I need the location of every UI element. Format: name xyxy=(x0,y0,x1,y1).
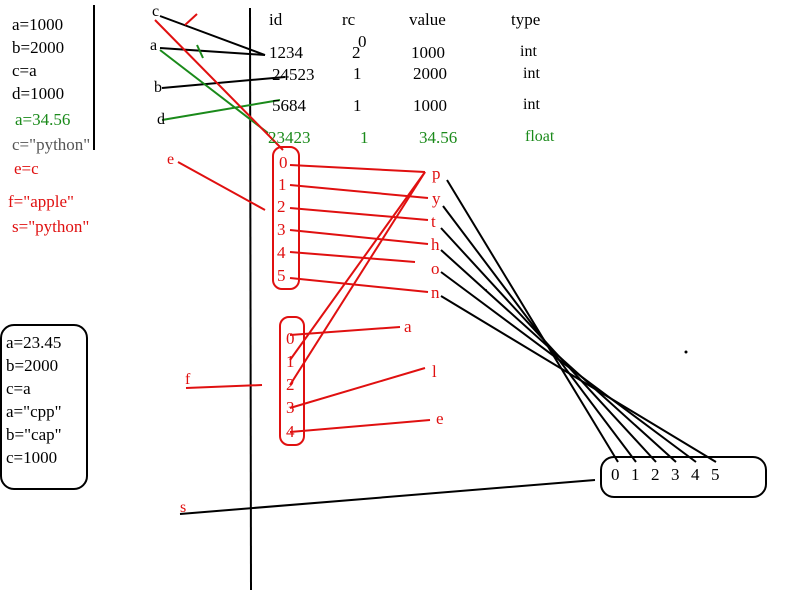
char: y xyxy=(432,189,441,208)
list-index: 2 xyxy=(286,375,295,394)
variable-a: a xyxy=(150,37,158,54)
python-index-list xyxy=(272,146,300,290)
code-line: c=a xyxy=(12,61,37,80)
list-index: 1 xyxy=(278,175,287,194)
header-id: id xyxy=(269,10,283,29)
arrow-c-to-1234 xyxy=(159,15,266,56)
char: o xyxy=(431,259,440,278)
cell-rc: 1 xyxy=(353,64,362,83)
strike-mark-c xyxy=(184,13,198,26)
cell-type: int xyxy=(520,43,537,60)
code-line: a=23.45 xyxy=(6,333,62,352)
cell-type: int xyxy=(523,65,540,82)
list-index: 4 xyxy=(277,243,286,262)
cell-rc: 2 xyxy=(352,43,361,62)
list-index: 0 xyxy=(279,153,288,172)
cell-id: 24523 xyxy=(272,65,315,84)
char: a xyxy=(404,317,412,336)
code-line: b=2000 xyxy=(12,38,65,57)
header-type: type xyxy=(511,10,541,29)
cell-id: 5684 xyxy=(272,96,306,115)
list-index: 3 xyxy=(286,398,295,417)
apple-index-list xyxy=(279,316,305,446)
code-block-2: a=23.45 b=2000 c=a a="cpp" b="cap" c=100… xyxy=(0,324,88,490)
list-index: 5 xyxy=(277,266,286,285)
arrow-d-to-5684 xyxy=(161,99,281,121)
code-line: s="python" xyxy=(12,217,90,236)
list-index: 0 xyxy=(286,329,295,348)
variable-d: d xyxy=(157,111,165,128)
variable-b: b xyxy=(154,79,162,96)
char: p xyxy=(432,164,441,183)
code-line: d=1000 xyxy=(12,84,65,103)
list-index: 2 xyxy=(651,465,660,484)
list-index: 3 xyxy=(277,220,286,239)
code-line: c=1000 xyxy=(6,448,58,467)
arrow-b-to-24523 xyxy=(161,76,286,89)
code-line: c="python" xyxy=(12,135,91,154)
char: t xyxy=(431,212,436,231)
divider-line-main xyxy=(249,7,252,591)
list-index: 3 xyxy=(671,465,680,484)
arrow-c-to-list xyxy=(154,19,284,151)
arrow-a-to-1234 xyxy=(159,47,266,56)
code-line: e=c xyxy=(14,159,39,178)
variable-f: f xyxy=(185,371,191,388)
header-value: value xyxy=(409,10,446,29)
arrow-e-to-list xyxy=(177,161,266,211)
list-index: 5 xyxy=(711,465,720,484)
cell-value: 1000 xyxy=(411,43,445,62)
header-rc: rc xyxy=(342,10,356,29)
char: n xyxy=(431,283,440,302)
code-line: b="cap" xyxy=(6,425,62,444)
char: l xyxy=(432,362,437,381)
cell-type: int xyxy=(523,96,540,113)
code-line: b=2000 xyxy=(6,356,59,375)
code-line: a=1000 xyxy=(12,15,64,34)
list-index: 0 xyxy=(611,465,620,484)
cell-rc: 1 xyxy=(353,96,362,115)
list-index: 2 xyxy=(277,197,286,216)
list-index: 4 xyxy=(691,465,700,484)
list-index: 1 xyxy=(631,465,640,484)
arrow-f-to-list xyxy=(185,384,263,389)
strike-mark-a xyxy=(196,44,204,59)
bottom-index-list xyxy=(600,456,767,498)
char: h xyxy=(431,235,440,254)
cell-type: float xyxy=(525,128,555,145)
variable-c: c xyxy=(152,3,160,20)
cell-value: 1000 xyxy=(413,96,447,115)
variable-s: s xyxy=(180,499,187,516)
cell-value: 34.56 xyxy=(419,128,458,147)
code-line: a="cpp" xyxy=(6,402,62,421)
list-index: 1 xyxy=(286,352,295,371)
code-line: a=34.56 xyxy=(15,110,71,129)
code-line: c=a xyxy=(6,379,31,398)
cell-value: 2000 xyxy=(413,64,447,83)
cell-rc: 1 xyxy=(360,128,369,147)
code-line: f="apple" xyxy=(8,192,74,211)
arrow-s-to-bottom-list xyxy=(179,479,596,515)
char: e xyxy=(436,409,444,428)
variable-e: e xyxy=(167,151,175,168)
arrow-a-to-23423 xyxy=(159,49,269,134)
list-index: 4 xyxy=(286,422,295,441)
cell-id: 1234 xyxy=(269,43,303,62)
cell-id: 23423 xyxy=(268,128,311,147)
cell-rc-overwrite: 0 xyxy=(358,32,367,51)
